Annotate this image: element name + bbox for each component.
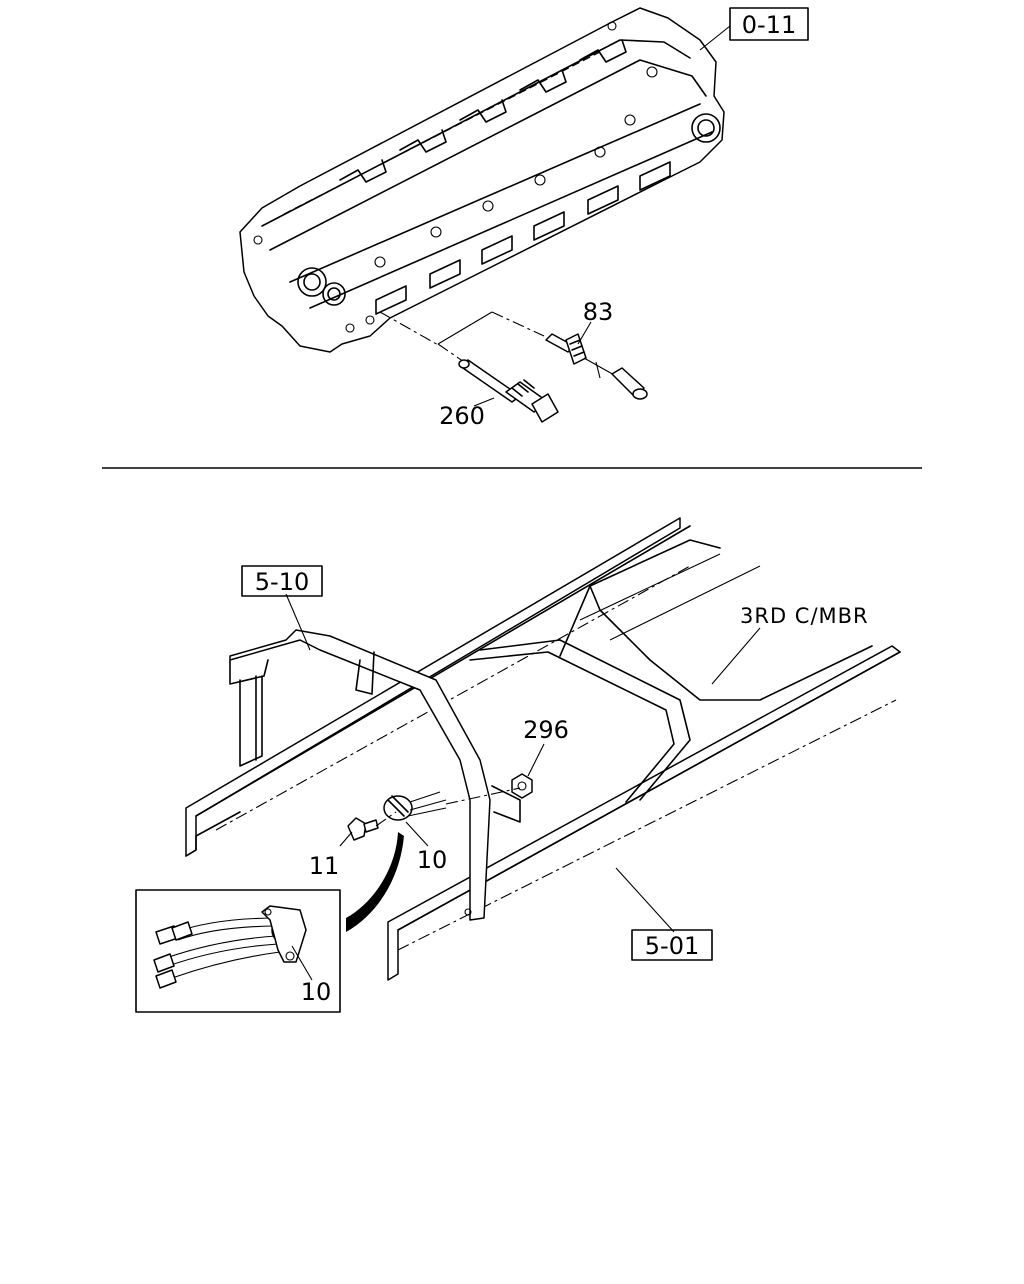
ref-box-5-01-text: 5-01 — [645, 932, 699, 960]
leader-3rd-cmbr — [711, 627, 761, 685]
inset-pointer-arrow — [346, 832, 404, 932]
inset-detail-box — [135, 889, 341, 1013]
leader-0-11 — [699, 25, 731, 51]
bolt-part-11 — [347, 817, 379, 841]
leader-11-line — [375, 811, 397, 827]
sensor-part-83 — [545, 333, 648, 400]
sensor-part-260 — [458, 359, 559, 423]
leader-296 — [527, 743, 545, 777]
callout-83: 83 — [583, 298, 614, 326]
chassis-frame-drawing — [185, 517, 901, 981]
leader-260 — [473, 397, 495, 407]
callout-11: 11 — [309, 852, 340, 880]
switch-part-10 — [383, 791, 447, 821]
leader-11 — [339, 831, 353, 847]
nut-part-296 — [511, 773, 533, 799]
leader-5-01 — [615, 867, 675, 933]
leader-inset-10 — [291, 945, 313, 981]
inset-switch-detail — [153, 905, 307, 989]
leader-10 — [405, 821, 429, 847]
ref-box-5-10 — [241, 565, 323, 597]
note-3rd-cmbr: 3RD C/MBR — [740, 604, 869, 628]
leader-5-10 — [285, 593, 311, 651]
ref-box-5-10-text: 5-10 — [255, 568, 309, 596]
ref-box-0-11-text: 0-11 — [742, 11, 796, 39]
callout-296: 296 — [523, 716, 569, 744]
upper-leader-lines — [437, 311, 545, 367]
callout-10: 10 — [417, 846, 448, 874]
leader-296-line — [445, 787, 521, 805]
ref-box-0-11 — [729, 7, 809, 41]
inset-callout-10: 10 — [301, 978, 332, 1006]
cylinder-head-drawing — [239, 7, 725, 353]
leader-83 — [577, 321, 592, 345]
ref-box-5-01 — [631, 929, 713, 961]
callout-260: 260 — [439, 402, 485, 430]
